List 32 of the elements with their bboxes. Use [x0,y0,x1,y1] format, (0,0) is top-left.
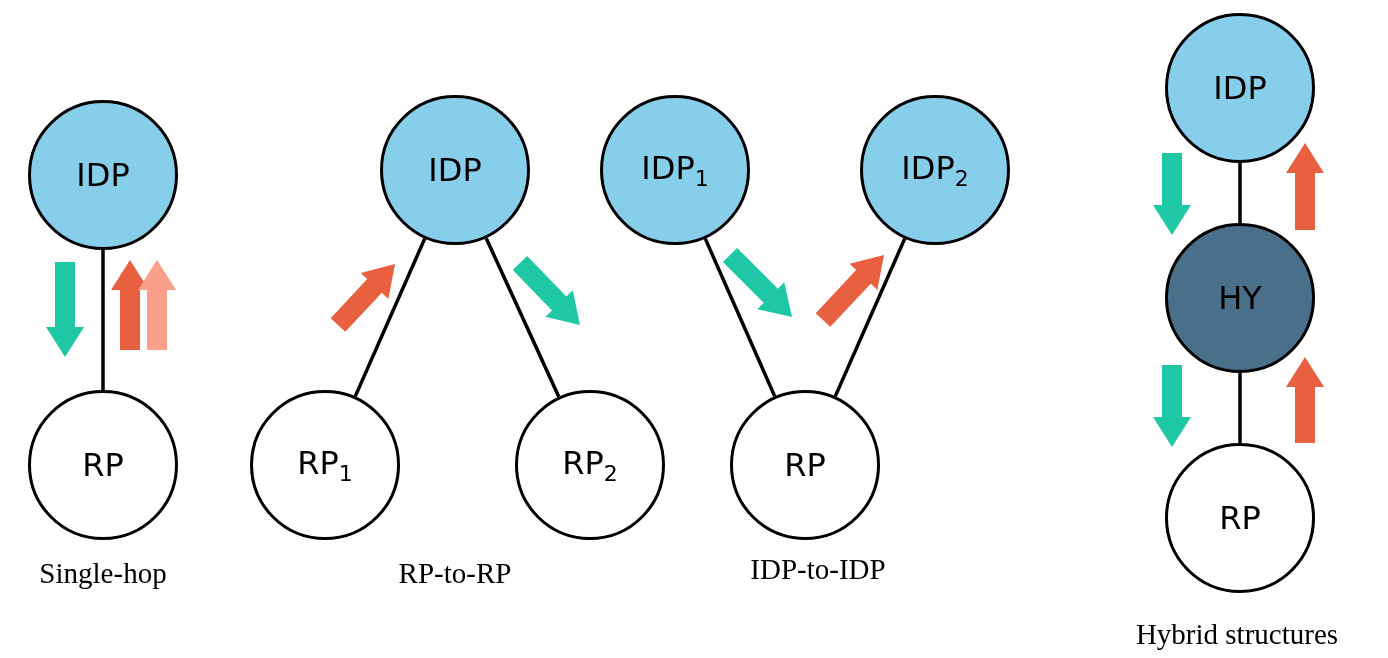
block-arrow [46,262,84,357]
node-label: IDP [428,151,482,189]
node-label: IDP [76,156,130,194]
caption: Hybrid structures [1135,618,1339,651]
caption: RP-to-RP [398,557,512,590]
node-label: RP [784,446,826,484]
node-label: RP [82,446,124,484]
node-label: IDP [1213,69,1267,107]
connector-line [101,250,105,390]
caption: Single-hop [39,557,167,590]
node-label: RP$_{1}$ [297,443,353,487]
node-label: RP [1219,499,1261,537]
node-label: RP$_{2}$ [562,443,618,487]
connector-line [703,237,777,398]
connector-line [484,237,561,398]
block-arrow [1153,365,1191,447]
block-arrow [330,264,395,332]
block-arrow [512,256,580,325]
block-arrow [1286,357,1324,443]
connector-line [833,237,907,398]
connector-line [1238,163,1242,223]
block-arrow [815,255,884,327]
node-label: HY [1218,279,1262,317]
block-arrow [1286,143,1324,230]
block-arrow [722,247,792,317]
node-label: IDP$_{1}$ [641,148,709,192]
block-arrow [138,260,176,350]
caption: IDP-to-IDP [750,553,886,586]
block-arrow [1153,153,1191,235]
connector-line [1238,373,1242,443]
connector-line [353,237,427,398]
node-label: IDP$_{2}$ [901,148,969,192]
